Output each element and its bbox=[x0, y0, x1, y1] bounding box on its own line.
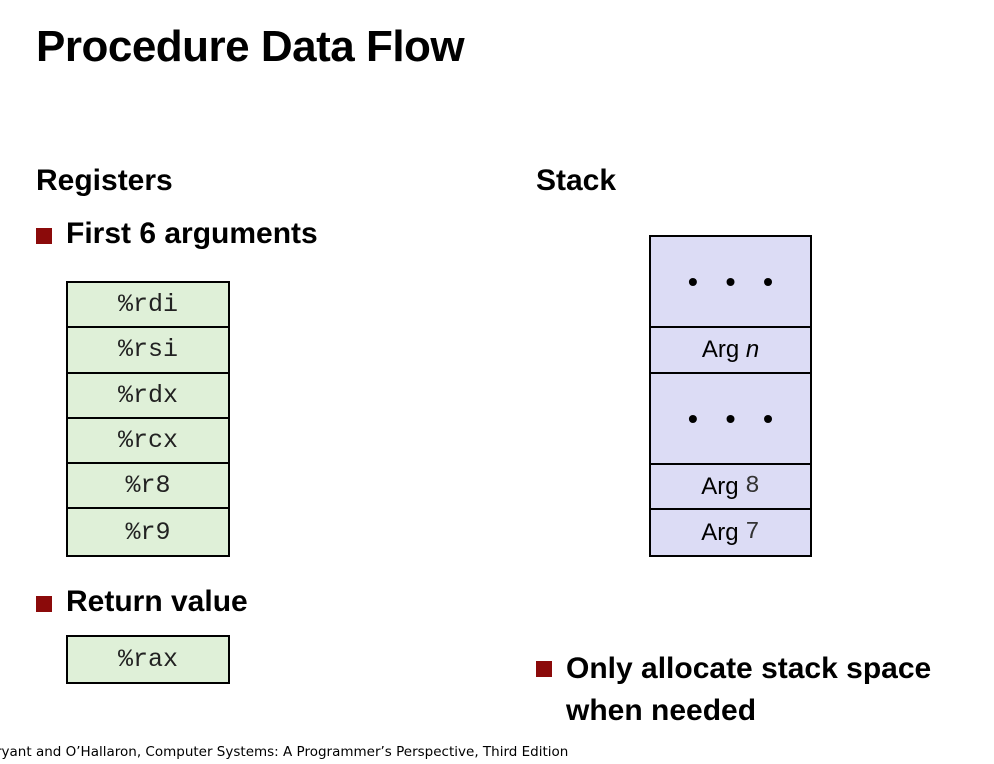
register-cell-rcx: %rcx bbox=[68, 418, 228, 465]
register-cell-rax: %rax bbox=[68, 637, 228, 682]
return-bullet: Return value bbox=[36, 585, 248, 619]
stack-cell-arg-7: Arg 7 bbox=[651, 510, 810, 555]
argument-registers-table: %rdi %rsi %rdx %rcx %r8 %r9 bbox=[66, 281, 230, 557]
bullet-square-icon bbox=[36, 228, 52, 244]
registers-heading: Registers bbox=[36, 164, 173, 197]
args-bullet-label: First 6 arguments bbox=[66, 217, 318, 250]
stack-cell-ellipsis-middle: • • • bbox=[651, 374, 810, 465]
ellipsis-icon: • • • bbox=[688, 265, 783, 297]
register-cell-rsi: %rsi bbox=[68, 328, 228, 374]
footer-citation: ryant and O’Hallaron, Computer Systems: … bbox=[0, 744, 569, 760]
bullet-square-icon bbox=[36, 596, 52, 612]
stack-cell-ellipsis-top: • • • bbox=[651, 237, 810, 328]
return-bullet-label: Return value bbox=[66, 585, 248, 618]
stack-diagram: • • • Arg n • • • Arg 8 Arg 7 bbox=[649, 235, 812, 557]
bullet-square-icon bbox=[536, 661, 552, 677]
register-cell-r9: %r9 bbox=[68, 509, 228, 555]
stack-cell-arg-8: Arg 8 bbox=[651, 465, 810, 510]
stack-note-line-2: when needed bbox=[566, 694, 757, 727]
register-cell-rdx: %rdx bbox=[68, 373, 228, 419]
stack-note: Only allocate stack space when needed bbox=[566, 648, 931, 732]
stack-note-line-1: Only allocate stack space bbox=[566, 652, 932, 685]
stack-arg-index: 7 bbox=[745, 519, 760, 546]
stack-note-bullet: Only allocate stack space when needed bbox=[536, 648, 931, 732]
return-register-table: %rax bbox=[66, 635, 230, 684]
stack-arg-label: Arg bbox=[701, 518, 746, 546]
page-title: Procedure Data Flow bbox=[36, 22, 465, 71]
stack-heading: Stack bbox=[536, 164, 617, 197]
stack-arg-label: Arg bbox=[701, 472, 746, 500]
ellipsis-icon: • • • bbox=[688, 402, 783, 434]
register-cell-r8: %r8 bbox=[68, 464, 228, 510]
stack-cell-arg-n: Arg n bbox=[651, 328, 810, 374]
stack-arg-index: n bbox=[745, 336, 760, 363]
stack-arg-label: Arg bbox=[701, 336, 746, 363]
stack-arg-index: 8 bbox=[745, 473, 760, 500]
args-bullet: First 6 arguments bbox=[36, 217, 318, 251]
register-cell-rdi: %rdi bbox=[68, 283, 228, 329]
